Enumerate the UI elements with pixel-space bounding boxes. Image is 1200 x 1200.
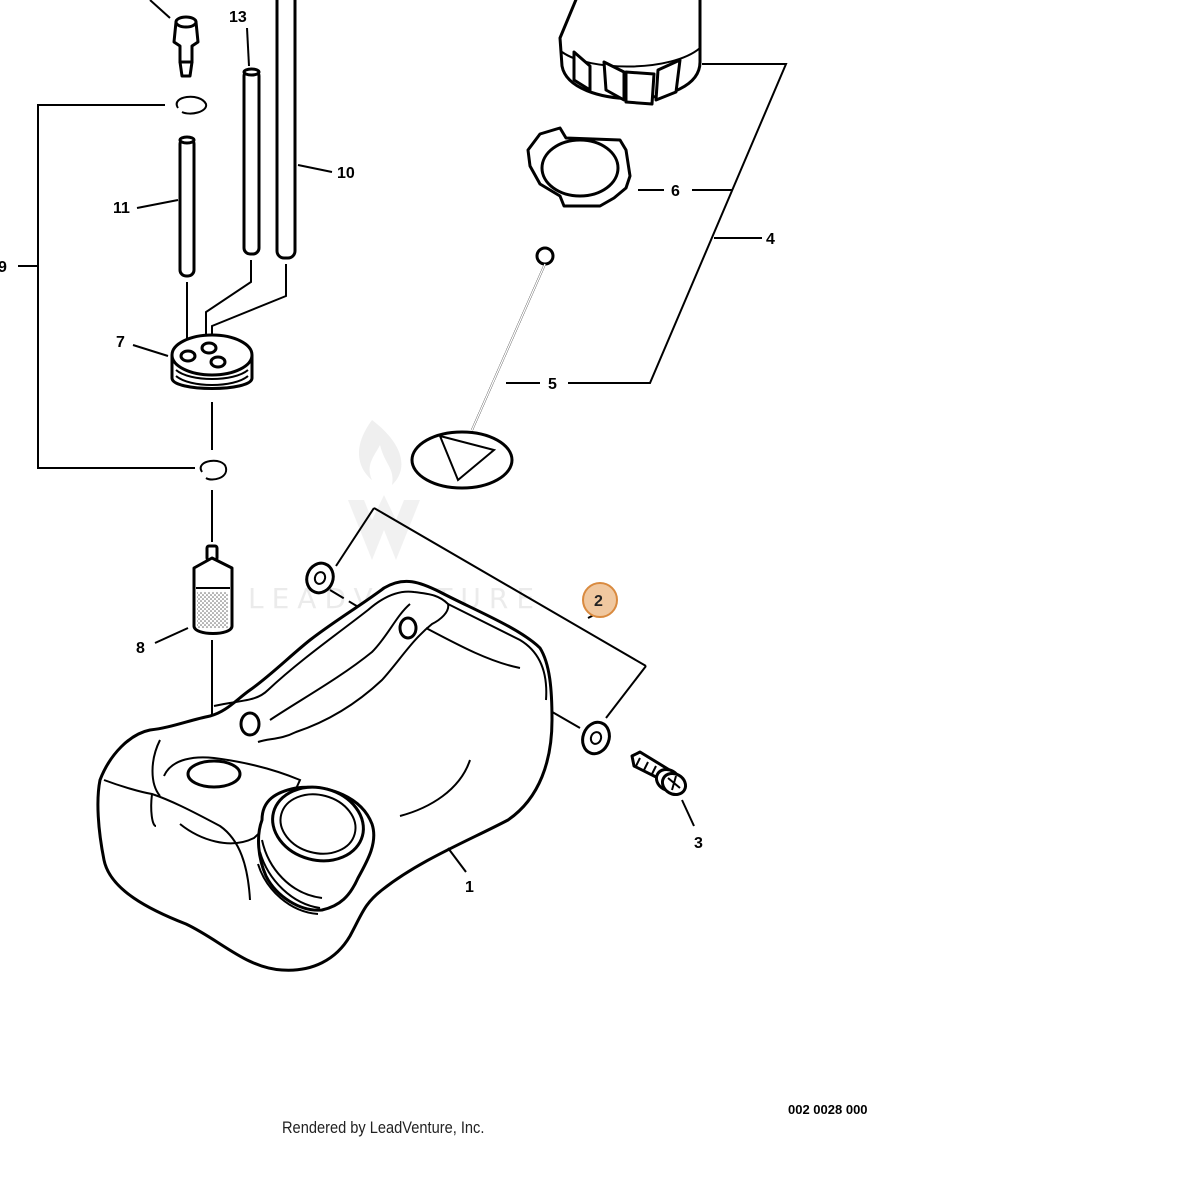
bracket-4: [568, 63, 788, 384]
washer-lower[interactable]: [578, 719, 613, 758]
fuel-filter-8[interactable]: [192, 544, 234, 635]
callout-2-highlight[interactable]: 2: [582, 582, 618, 618]
screw-3[interactable]: [630, 750, 689, 799]
washer-upper[interactable]: [303, 559, 338, 596]
fuel-tank-1[interactable]: [96, 579, 554, 972]
callout-4[interactable]: 4: [766, 231, 775, 248]
render-credit: Rendered by LeadVenture, Inc.: [282, 1118, 485, 1137]
tube-13[interactable]: [242, 67, 261, 256]
tube-11[interactable]: [178, 135, 196, 278]
bracket-9: [18, 104, 195, 469]
callout-10[interactable]: 10: [337, 165, 355, 182]
drawing-code: 002 0028 000: [788, 1102, 868, 1117]
callout-13[interactable]: 13: [229, 9, 247, 26]
callout-8[interactable]: 8: [136, 640, 145, 657]
callout-1[interactable]: 1: [465, 879, 474, 896]
callout-5[interactable]: 5: [548, 376, 557, 393]
tube-leaders: [186, 260, 287, 342]
callout-3[interactable]: 3: [694, 835, 703, 852]
callout-6[interactable]: 6: [671, 183, 680, 200]
tube-10[interactable]: [275, 0, 297, 260]
callout-2[interactable]: 2: [594, 593, 603, 610]
gasket-6[interactable]: [526, 126, 632, 208]
grommet-7[interactable]: [170, 333, 254, 390]
fuel-cap[interactable]: [558, 0, 702, 106]
callout-11[interactable]: 11: [113, 200, 130, 217]
o-ring-upper[interactable]: [175, 95, 208, 115]
callout-7[interactable]: 7: [116, 334, 125, 351]
callout-9[interactable]: 9: [0, 259, 7, 276]
o-ring-lower[interactable]: [199, 459, 228, 481]
part-fitting[interactable]: [149, 0, 200, 78]
strainer-5[interactable]: [410, 246, 555, 490]
